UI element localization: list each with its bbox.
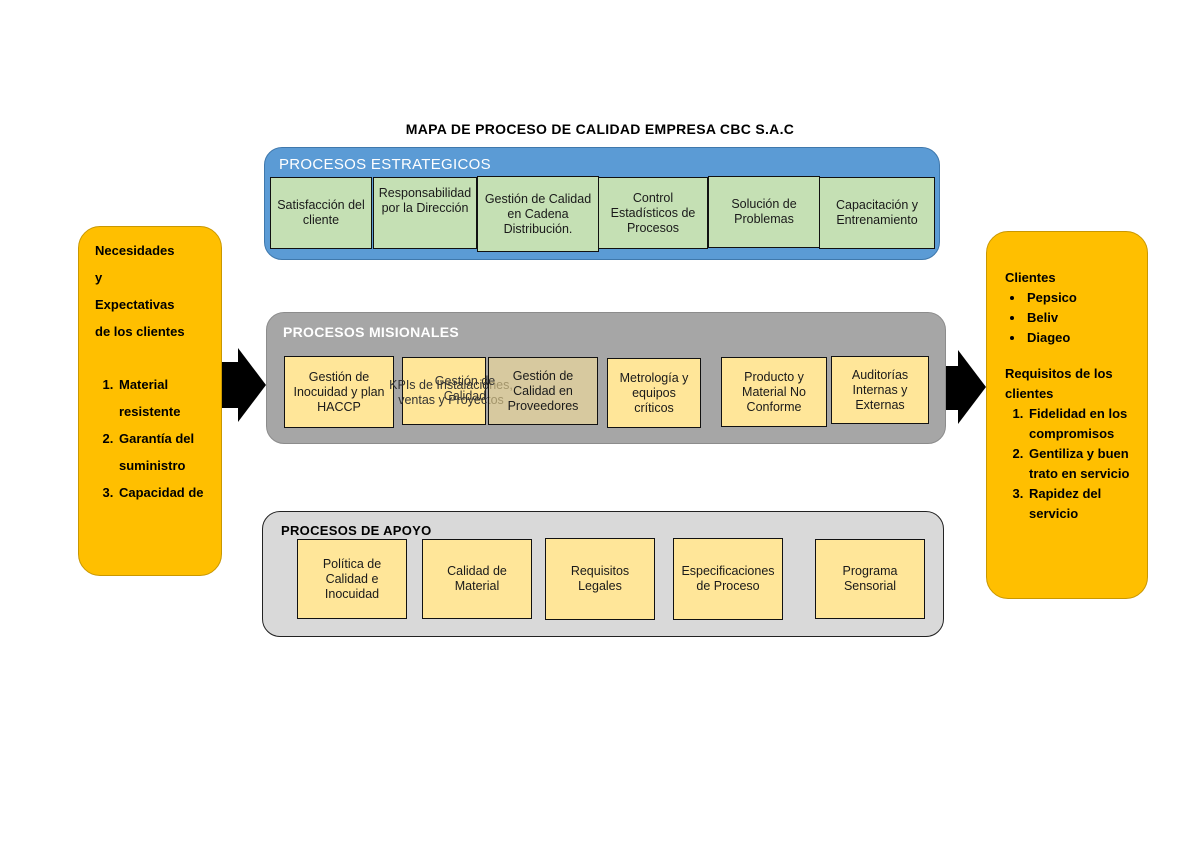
process-box-audits: Auditorías Internas y Externas xyxy=(831,356,929,424)
requirements-heading: Requisitos de los clientes xyxy=(1005,366,1113,401)
process-box-supply-chain-quality: Gestión de Calidad en Cadena Distribució… xyxy=(477,176,599,252)
needs-item: Capacidad de xyxy=(117,479,211,506)
process-box-statistical-control: Control Estadísticos de Procesos xyxy=(598,177,708,249)
needs-list: Material resistente Garantía del suminis… xyxy=(95,371,211,506)
process-box-nonconforming-product: Producto y Material No Conforme xyxy=(721,357,827,427)
strategic-processes-label: PROCESOS ESTRATEGICOS xyxy=(279,156,491,173)
output-arrow-tail xyxy=(946,366,960,410)
clients-list: Pepsico Beliv Diageo xyxy=(1005,288,1137,348)
process-box-process-specifications: Especificaciones de Proceso xyxy=(673,538,783,620)
needs-heading-line: de los clientes xyxy=(95,324,185,339)
client-needs-panel: Necesidades y Expectativas de los client… xyxy=(78,226,222,576)
process-box-kpis xyxy=(402,357,486,425)
requirements-list: Fidelidad en los compromisos Gentiliza y… xyxy=(1005,404,1137,524)
clients-heading: Clientes xyxy=(1005,270,1056,285)
needs-heading-line: y xyxy=(95,270,103,285)
kpis-overlapping-text: KPIs de Instalaciones, ventas y Proyecto… xyxy=(389,378,513,407)
output-arrow-icon xyxy=(958,350,986,424)
needs-item: Garantía del suministro xyxy=(117,425,211,479)
input-arrow-tail xyxy=(222,362,240,408)
requirement-item: Rapidez del servicio xyxy=(1027,484,1137,524)
process-box-legal-requirements: Requisitos Legales xyxy=(545,538,655,620)
process-box-haccp: Gestión de Inocuidad y plan HACCP xyxy=(284,356,394,428)
process-box-problem-solving: Solución de Problemas xyxy=(708,176,820,248)
process-box-supplier-quality: Gestión de Calidad en Proveedores xyxy=(488,357,598,425)
process-box-metrology: Metrología y equipos críticos xyxy=(607,358,701,428)
process-box-material-quality: Calidad de Material xyxy=(422,539,532,619)
needs-heading-line: Necesidades xyxy=(95,243,175,258)
process-box-responsibility: Responsabilidad por la Dirección xyxy=(373,177,477,249)
requirement-item: Fidelidad en los compromisos xyxy=(1027,404,1137,444)
process-box-satisfaction: Satisfacción del cliente xyxy=(270,177,372,249)
diagram-title: MAPA DE PROCESO DE CALIDAD EMPRESA CBC S… xyxy=(405,121,795,137)
missional-processes-label: PROCESOS MISIONALES xyxy=(283,324,460,340)
support-processes-label: PROCESOS DE APOYO xyxy=(281,523,432,538)
client-item: Beliv xyxy=(1025,308,1137,328)
needs-item: Material resistente xyxy=(117,371,211,425)
process-box-quality-policy: Política de Calidad e Inocuidad xyxy=(297,539,407,619)
process-box-training: Capacitación y Entrenamiento xyxy=(819,177,935,249)
input-arrow-icon xyxy=(238,348,266,422)
quality-management-overlapping-text: Gestión de Calidad xyxy=(434,374,496,403)
requirement-item: Gentiliza y buen trato en servicio xyxy=(1027,444,1137,484)
client-item: Diageo xyxy=(1025,328,1137,348)
needs-heading-line: Expectativas xyxy=(95,297,175,312)
clients-panel: Clientes Pepsico Beliv Diageo Requisitos… xyxy=(986,231,1148,599)
client-item: Pepsico xyxy=(1025,288,1137,308)
process-box-sensory-program: Programa Sensorial xyxy=(815,539,925,619)
